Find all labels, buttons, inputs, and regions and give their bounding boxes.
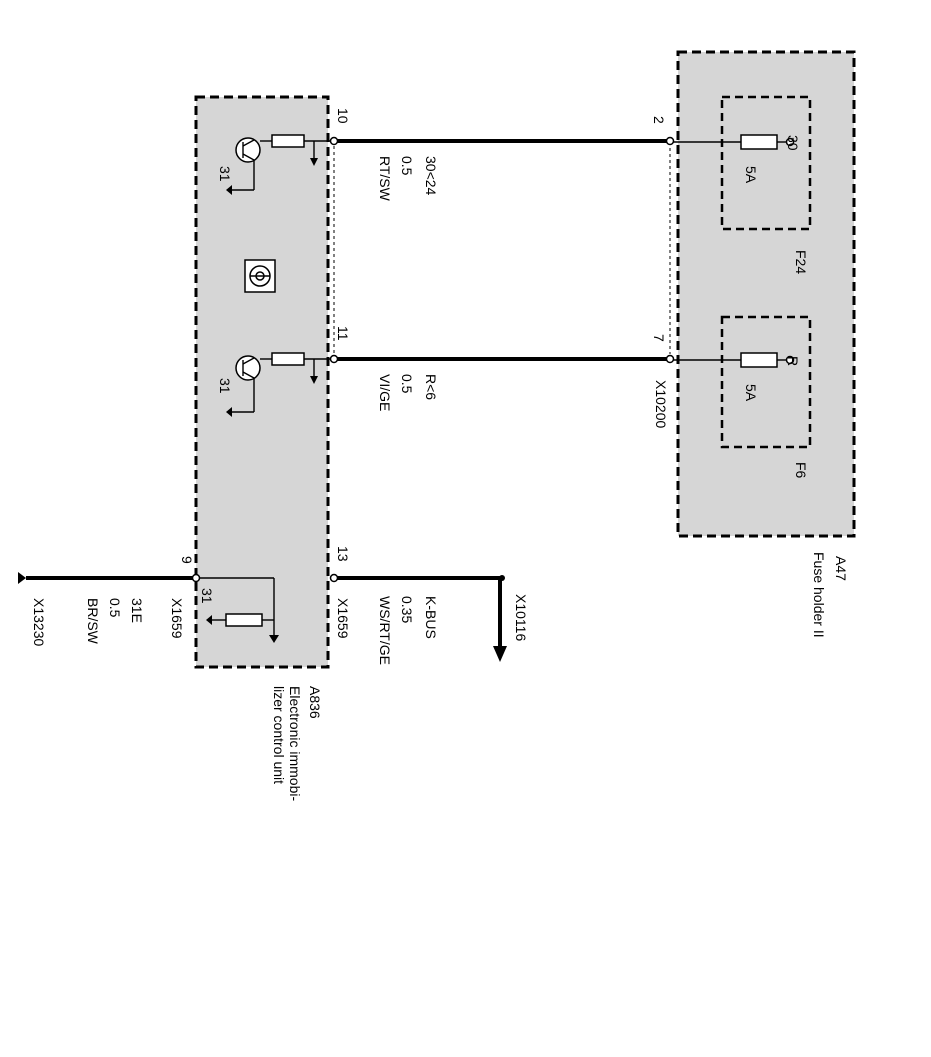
wire1-pin-left: 10: [335, 108, 351, 124]
ground-resistor-label: 31: [199, 588, 215, 604]
wire1-signal: 30<24: [423, 156, 439, 196]
output-transistor-upper: 31: [217, 134, 334, 195]
output-transistor-lower: 31: [217, 352, 334, 417]
ground-resistor-stage: 31: [196, 577, 279, 643]
immobilizer-id: A836: [307, 686, 323, 719]
wire4-signal: 31E: [129, 598, 145, 623]
lower-ground-label: 31: [217, 378, 233, 394]
wire3-gauge: 0.35: [399, 596, 415, 623]
wire3-connector: X1659: [335, 598, 351, 639]
wire-r-6: 11 7 R<6 0.5 VI/GE: [329, 326, 675, 411]
immobilizer-name-line2: lizer control unit: [271, 686, 287, 784]
fuse-f24-terminal: 30: [785, 135, 801, 151]
wire-30-24: 10 2 30<24 0.5 RT/SW: [329, 108, 675, 202]
fuse-f6: R 5A F6: [670, 315, 812, 479]
fuse-holder-name: Fuse holder II: [811, 552, 827, 638]
immobilizer-symbol-icon: [244, 259, 276, 293]
fuse-holder-module: A47 Fuse holder II X10200: [653, 50, 856, 638]
fuse-f6-rating: 5A: [743, 384, 759, 402]
wire3-pin: 13: [335, 546, 351, 562]
fuse-holder-connector-label: X10200: [653, 380, 669, 428]
upper-ground-label: 31: [217, 166, 233, 182]
wire4-connector: X1659: [169, 598, 185, 639]
fuse-f24: 30 5A F24: [670, 95, 812, 274]
wire4-color: BR/SW: [85, 598, 101, 645]
wire4-gauge: 0.5: [107, 598, 123, 618]
wire1-color: RT/SW: [377, 156, 393, 202]
fuse-f24-rating: 5A: [743, 166, 759, 184]
wire2-signal: R<6: [423, 374, 439, 400]
wire1-gauge: 0.5: [399, 156, 415, 176]
wire1-pin-right: 2: [651, 116, 667, 124]
wire4-pin: 9: [179, 556, 195, 564]
wire2-gauge: 0.5: [399, 374, 415, 394]
wire2-pin-left: 11: [335, 326, 351, 341]
wire-31e: 9 X1659 31E 0.5 BR/SW X13230: [18, 556, 201, 646]
fuse-f6-terminal: R: [785, 356, 801, 366]
wire2-color: VI/GE: [377, 374, 393, 411]
immobilizer-module: A836 Electronic immobi- lizer control un…: [194, 95, 330, 801]
ground-end-connector: X13230: [31, 598, 47, 646]
fuse-holder-id: A47: [833, 556, 849, 581]
wire3-color: WS/RT/GE: [377, 596, 393, 665]
fuse-f24-id: F24: [793, 250, 809, 274]
fuse-f6-id: F6: [793, 462, 809, 479]
wire3-signal: K-BUS: [423, 596, 439, 639]
wire-k-bus: 13 X1659 K-BUS 0.35 WS/RT/GE X10116: [329, 546, 529, 665]
wire2-pin-right: 7: [651, 334, 667, 342]
k-bus-end-connector: X10116: [513, 594, 529, 641]
immobilizer-name-line1: Electronic immobi-: [287, 686, 303, 801]
